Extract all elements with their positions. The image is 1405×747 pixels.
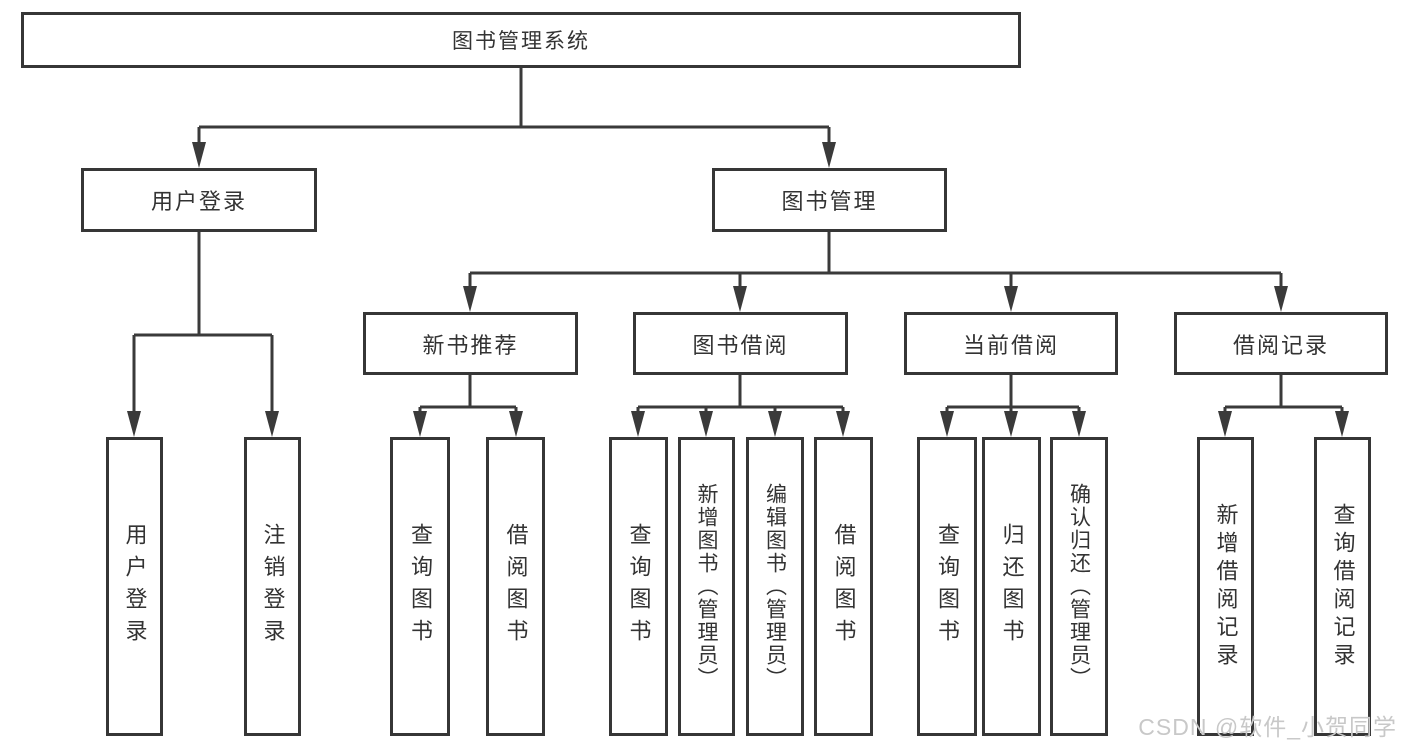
node-label: 注销登录 [260, 522, 286, 651]
node-label: 查询图书 [626, 522, 652, 651]
node-label: 新增借阅记录 [1213, 502, 1239, 671]
node-label: 编辑图书（管理员） [763, 483, 787, 690]
leaf-confirm-return-admin: 确认归还（管理员） [1050, 437, 1108, 736]
connector-root-to-level2 [197, 68, 831, 150]
node-label: 借阅图书 [503, 522, 529, 651]
node-user-login: 用户登录 [81, 168, 317, 232]
leaf-borrow-books: 借阅图书 [814, 437, 873, 736]
leaf-return-book: 归还图书 [982, 437, 1041, 736]
connector-book-borrow-to-children [636, 375, 845, 418]
node-label: 新书推荐 [422, 332, 519, 358]
leaf-search-books-recommend: 查询图书 [390, 437, 450, 736]
leaf-search-books-current: 查询图书 [917, 437, 977, 736]
node-label: 借阅图书 [831, 522, 857, 651]
connector-user-login-to-children [132, 232, 274, 418]
csdn-watermark: CSDN @软件_小贺同学 [1138, 714, 1397, 740]
leaf-add-borrow-record: 新增借阅记录 [1197, 437, 1254, 736]
leaf-user-login: 用户登录 [106, 437, 163, 736]
node-library-management-system: 图书管理系统 [21, 12, 1021, 68]
connector-borrow-record-to-children [1223, 375, 1344, 418]
connector-current-borrow-to-children [945, 375, 1081, 418]
node-label: 用户登录 [122, 522, 148, 651]
node-label: 归还图书 [999, 522, 1025, 651]
node-label: 查询图书 [408, 522, 433, 651]
node-label: 图书管理系统 [452, 30, 590, 53]
leaf-logout: 注销登录 [244, 437, 301, 736]
connector-new-book-to-children [418, 375, 518, 418]
leaf-edit-book-admin: 编辑图书（管理员） [746, 437, 804, 736]
node-book-management: 图书管理 [712, 168, 947, 232]
leaf-add-book-admin: 新增图书（管理员） [678, 437, 735, 736]
node-new-book-recommendation: 新书推荐 [363, 312, 578, 375]
node-current-borrowing: 当前借阅 [904, 312, 1118, 375]
node-book-borrowing: 图书借阅 [633, 312, 848, 375]
node-label: 查询借阅记录 [1330, 502, 1356, 671]
leaf-search-books-borrow: 查询图书 [609, 437, 668, 736]
node-label: 图书管理 [781, 189, 878, 214]
node-borrowing-records: 借阅记录 [1174, 312, 1388, 375]
node-label: 借阅记录 [1232, 332, 1329, 358]
node-label: 查询图书 [935, 522, 960, 651]
leaf-search-borrow-record: 查询借阅记录 [1314, 437, 1371, 736]
node-label: 确认归还（管理员） [1067, 483, 1091, 690]
node-label: 用户登录 [150, 189, 247, 214]
connector-book-mgmt-to-children [468, 232, 1283, 293]
node-label: 新增图书（管理员） [695, 483, 718, 690]
node-label: 当前借阅 [962, 332, 1059, 358]
leaf-borrow-books-recommend: 借阅图书 [486, 437, 545, 736]
node-label: 图书借阅 [692, 332, 789, 358]
